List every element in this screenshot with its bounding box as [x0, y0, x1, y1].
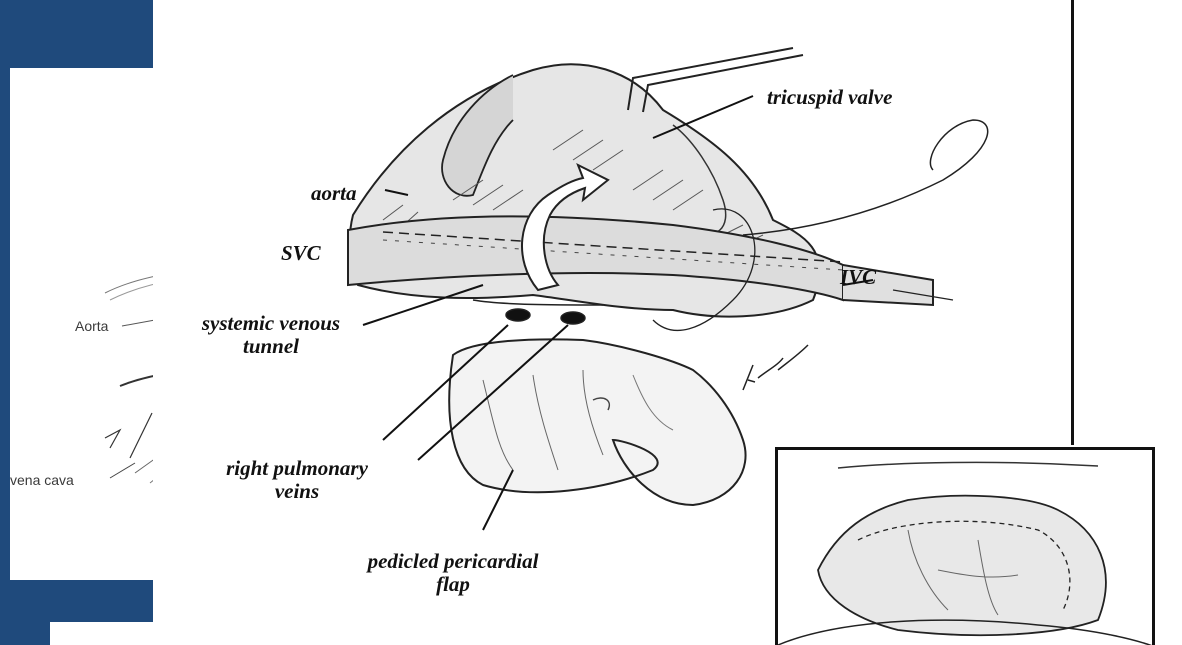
label-ivc: IVC: [840, 266, 876, 289]
label-systemic-venous-tunnel: systemic venous tunnel: [171, 312, 371, 358]
label-right-pulmonary-veins: right pulmonary veins: [197, 457, 397, 503]
label-aorta: aorta: [311, 182, 357, 205]
pulmonary-vein-opening-2: [561, 312, 585, 324]
background-label-vena-cava: vena cava: [10, 472, 74, 488]
label-right-pulmonary-veins-line2: veins: [197, 480, 397, 503]
panel-divider: [1071, 0, 1074, 445]
label-right-pulmonary-veins-line1: right pulmonary: [197, 457, 397, 480]
label-systemic-venous-tunnel-line1: systemic venous: [171, 312, 371, 335]
inset-panel: [775, 447, 1155, 645]
pulmonary-vein-opening-1: [506, 309, 530, 321]
label-systemic-venous-tunnel-line2: tunnel: [171, 335, 371, 358]
label-svc: SVC: [281, 242, 321, 265]
inset-patch: [818, 496, 1106, 636]
label-pedicled-pericardial-flap-line2: flap: [313, 573, 593, 596]
main-illustration: tricuspid valve aorta SVC IVC systemic v…: [153, 0, 1182, 645]
label-pedicled-pericardial-flap: pedicled pericardial flap: [313, 550, 593, 596]
label-pedicled-pericardial-flap-line1: pedicled pericardial: [313, 550, 593, 573]
inset-drawing: [778, 450, 1155, 645]
label-tricuspid-valve: tricuspid valve: [767, 86, 892, 109]
background-label-aorta: Aorta: [75, 318, 108, 334]
